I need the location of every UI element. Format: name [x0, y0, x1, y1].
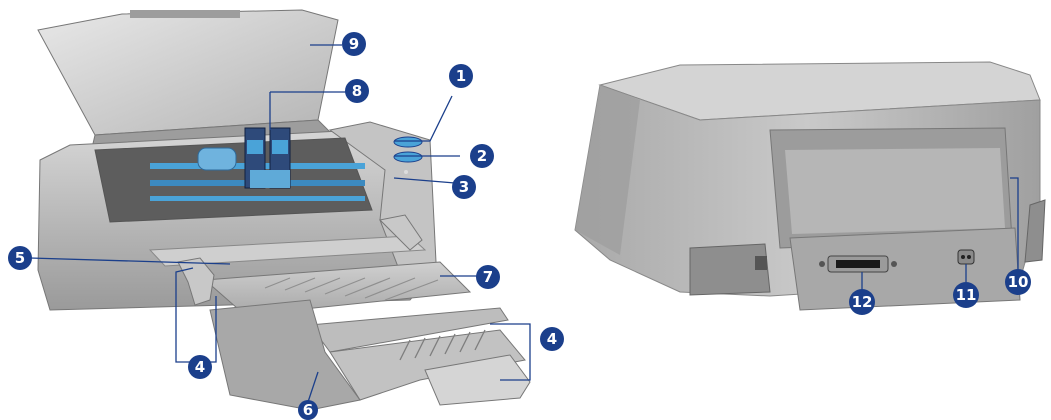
callout-12: 12	[849, 289, 875, 315]
callout-1: 1	[449, 64, 473, 88]
resume-light	[404, 170, 408, 174]
svg-text:7: 7	[483, 268, 493, 286]
print-cartridges	[244, 127, 291, 189]
callout-9: 9	[342, 32, 366, 56]
top-cover	[37, 9, 339, 136]
svg-text:2: 2	[477, 147, 487, 165]
svg-text:1: 1	[456, 67, 466, 85]
callout-7: 7	[476, 265, 500, 289]
svg-text:5: 5	[15, 249, 25, 267]
power-socket	[957, 249, 975, 265]
callout-leader-lines	[29, 44, 1019, 403]
tray-extension	[309, 307, 509, 353]
callout-11: 11	[953, 282, 979, 308]
power-button	[393, 136, 423, 148]
paper-length-guide	[424, 354, 531, 406]
svg-text:9: 9	[349, 35, 359, 53]
front-printer	[37, 9, 531, 411]
callout-5: 5	[8, 246, 32, 270]
callout-3: 3	[452, 175, 476, 199]
cartridge-spring	[197, 147, 237, 171]
rear-printer	[574, 61, 1046, 311]
svg-text:4: 4	[195, 358, 205, 376]
svg-text:11: 11	[956, 286, 977, 304]
callout-2: 2	[470, 144, 494, 168]
top-cover-handle	[130, 10, 240, 18]
callout-4-left: 4	[188, 355, 212, 379]
resume-button	[393, 151, 423, 163]
svg-text:6: 6	[303, 401, 313, 419]
callouts: 1 2 3 4 4 5 6 7 8 9 10 11 12	[8, 32, 1031, 420]
callout-4-right: 4	[540, 327, 564, 351]
paper-guide-shelf	[148, 235, 427, 267]
callout-6: 6	[298, 400, 318, 420]
connector-plate	[789, 227, 1021, 311]
svg-text:10: 10	[1008, 273, 1029, 291]
svg-text:8: 8	[352, 82, 362, 100]
svg-text:12: 12	[852, 293, 873, 311]
callout-10: 10	[1005, 269, 1031, 295]
parallel-port	[819, 255, 897, 273]
printer-foot	[689, 243, 771, 296]
svg-text:4: 4	[547, 330, 557, 348]
svg-text:3: 3	[459, 178, 469, 196]
callout-8: 8	[345, 79, 369, 103]
